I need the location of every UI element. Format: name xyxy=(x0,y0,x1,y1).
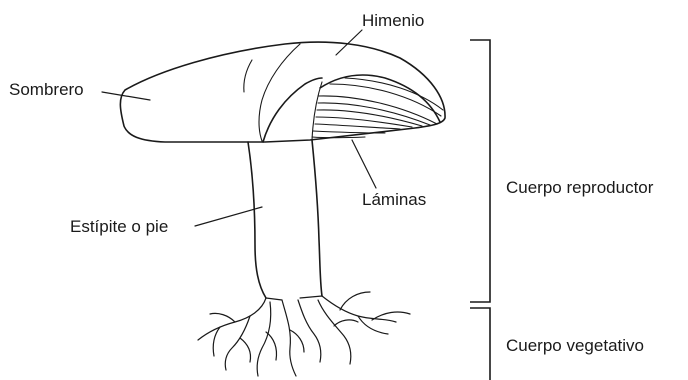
label-estipite: Estípite o pie xyxy=(70,217,168,236)
label-himenio: Himenio xyxy=(362,11,424,30)
label-cuerpo-reproductor: Cuerpo reproductor xyxy=(506,178,654,197)
bracket-cuerpo-vegetativo xyxy=(470,308,490,380)
label-laminas: Láminas xyxy=(362,190,426,209)
label-cuerpo-vegetativo: Cuerpo vegetativo xyxy=(506,336,644,355)
leader-sombrero xyxy=(102,92,150,100)
mushroom-stem xyxy=(248,78,322,298)
leader-laminas xyxy=(352,140,376,188)
label-sombrero: Sombrero xyxy=(9,80,84,99)
mushroom-gills xyxy=(312,75,443,138)
bracket-cuerpo-reproductor xyxy=(470,40,490,302)
mushroom-mycelium xyxy=(198,292,410,376)
mushroom-cap xyxy=(120,42,445,142)
leader-estipite xyxy=(195,207,262,226)
